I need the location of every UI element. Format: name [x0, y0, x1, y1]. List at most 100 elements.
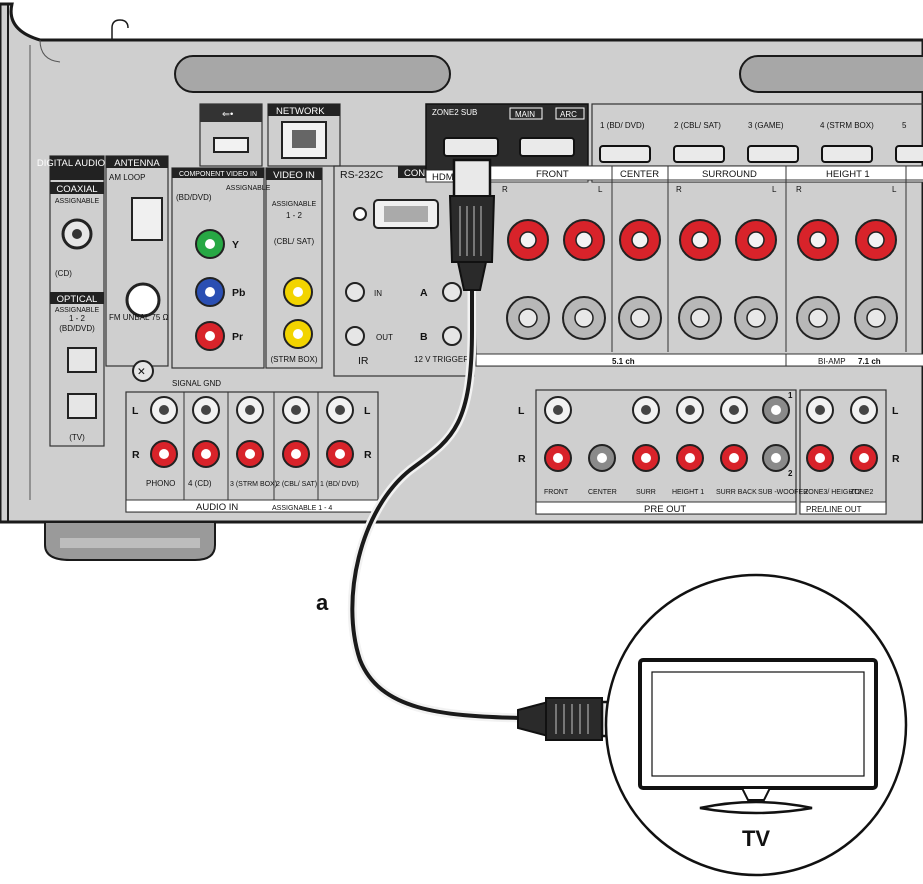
- audio-in-r-label: R: [132, 449, 140, 461]
- audio-in-label-2: 2 (CBL/ SAT): [276, 481, 317, 488]
- speaker-height1-label: HEIGHT 1: [826, 169, 870, 180]
- tv-stand-neck: [740, 787, 772, 801]
- trigger-b-label: B: [420, 331, 428, 343]
- pre-out-r-label: R: [518, 453, 526, 465]
- component-pr-label: Pr: [232, 331, 243, 343]
- pre-out-label-front: FRONT: [544, 489, 569, 496]
- video-cbl-sat: (CBL/ SAT): [274, 237, 315, 246]
- pre-out-label-surrback: SURR BACK: [716, 489, 757, 496]
- speaker-center-label: CENTER: [620, 169, 659, 180]
- pre-out-label-surr: SURR: [636, 489, 656, 496]
- tv-label: TV: [742, 826, 770, 851]
- pre-out-label-subwoofer: SUB -WOOFER: [758, 489, 808, 496]
- speaker-height-r: R: [796, 185, 802, 194]
- audio-in-label-3: 3 (STRM BOX): [230, 481, 277, 488]
- antenna-group: ANTENNA AM LOOP FM UNBAL 75 Ω: [105, 155, 169, 367]
- optical-jack-1[interactable]: [67, 347, 97, 373]
- pre-out-l-label: L: [518, 405, 525, 417]
- hdmi-in-port-4[interactable]: [821, 145, 873, 163]
- video-in-group: VIDEO IN ASSIGNABLE 1 - 2 (CBL/ SAT) (ST…: [265, 167, 323, 369]
- trigger-b-jack[interactable]: [442, 326, 462, 346]
- audio-in-group: L R L R PHONO 4 (CD) 3 (STRM BOX) 2 (CBL…: [125, 391, 379, 513]
- usb-icon: ⇐•: [222, 109, 233, 120]
- wifi-antenna-left: [174, 55, 451, 93]
- usb-port[interactable]: [213, 137, 249, 153]
- optical-tv-label: (TV): [69, 433, 85, 442]
- trigger-a-label: A: [420, 287, 428, 299]
- speaker-front-label: FRONT: [536, 169, 569, 180]
- rs232c-label: RS-232C: [340, 169, 384, 181]
- hdmi-arc-label: ARC: [560, 110, 577, 119]
- am-loop-terminal[interactable]: [131, 197, 163, 241]
- digital-audio-in-group: DIGITAL AUDIO IN COAXIAL ASSIGNABLE (CD)…: [37, 155, 117, 447]
- audio-in-label-4: 4 (CD): [188, 479, 212, 488]
- trigger-label: 12 V TRIGGER OUT: [414, 355, 488, 364]
- hdmi-out-main-port[interactable]: [519, 137, 575, 157]
- component-video-group: COMPONENT VIDEO IN ASSIGNABLE (BD/DVD) Y…: [171, 167, 271, 369]
- pre-out-label-height1: HEIGHT 1: [672, 489, 704, 496]
- screw-icon: ✕: [137, 366, 146, 378]
- fm-unbal-label: FM UNBAL 75 Ω: [109, 313, 168, 322]
- optical-assignable: ASSIGNABLE: [55, 307, 100, 314]
- network-port-group: NETWORK: [267, 103, 341, 167]
- audio-in-r-label-right: R: [364, 449, 372, 461]
- hdmi-in-label-1: 1 (BD/ DVD): [600, 121, 645, 130]
- signal-gnd-group: ✕ SIGNAL GND: [132, 360, 221, 388]
- hdmi-in-port-3[interactable]: [747, 145, 799, 163]
- optical-assign-range: 1 - 2: [69, 314, 86, 323]
- video-assign-range: 1 - 2: [286, 211, 303, 220]
- hdmi-plug-receiver[interactable]: [448, 158, 496, 291]
- pre-line-out-label: PRE/LINE OUT: [806, 505, 862, 514]
- audio-in-label-phono: PHONO: [146, 479, 175, 488]
- ir-in-label: IN: [374, 289, 382, 298]
- optical-label: OPTICAL: [57, 294, 98, 305]
- pre-line-r-label: R: [892, 453, 900, 465]
- speaker-front-r: R: [502, 185, 508, 194]
- optical-jack-2[interactable]: [67, 393, 97, 419]
- signal-gnd-label: SIGNAL GND: [172, 379, 221, 388]
- antenna-label: ANTENNA: [114, 158, 160, 169]
- video-assignable: ASSIGNABLE: [272, 201, 317, 208]
- hdmi-in-port-2[interactable]: [673, 145, 725, 163]
- trigger-a-jack[interactable]: [442, 282, 462, 302]
- video-in-label: VIDEO IN: [273, 170, 315, 181]
- video-strm-box: (STRM BOX): [270, 355, 317, 364]
- component-pb-label: Pb: [232, 287, 245, 299]
- hdmi-in-label-2: 2 (CBL/ SAT): [674, 121, 721, 130]
- pre-line-label-zone3: ZONE3/ HEIGHT2: [804, 489, 862, 496]
- subwoofer-1-label: 1: [788, 391, 793, 400]
- speaker-biamp-label: BI-AMP: [818, 357, 846, 366]
- audio-in-l-label-right: L: [364, 405, 371, 417]
- fm-antenna-jack[interactable]: [125, 282, 161, 318]
- pre-line-label-zone2: ZONE2: [850, 489, 873, 496]
- pre-out-label-center: CENTER: [588, 489, 617, 496]
- hdmi-in-label-4: 4 (STRM BOX): [820, 121, 874, 130]
- hdmi-in-port-5[interactable]: [895, 145, 923, 163]
- pre-out-label: PRE OUT: [644, 504, 686, 515]
- hdmi-cable-line: [350, 286, 522, 720]
- hdmi-out-sub-port[interactable]: [443, 137, 499, 157]
- tv-stand-base: [699, 800, 813, 815]
- speaker-height-l: L: [892, 185, 897, 194]
- speaker-surr-r: R: [676, 185, 682, 194]
- ir-label: IR: [358, 355, 369, 367]
- speaker-51ch-label: 5.1 ch: [612, 357, 635, 366]
- ir-out-label: OUT: [376, 333, 393, 342]
- pre-line-l-label: L: [892, 405, 899, 417]
- ir-out-jack[interactable]: [345, 326, 365, 346]
- optical-bd-dvd: (BD/DVD): [59, 324, 95, 333]
- component-y-label: Y: [232, 239, 239, 251]
- am-loop-label: AM LOOP: [109, 173, 145, 182]
- hdmi-in-label-5: 5: [902, 121, 907, 130]
- speaker-surround-label: SURROUND: [702, 169, 757, 180]
- signal-gnd-screw[interactable]: [132, 360, 154, 382]
- coaxial-label: COAXIAL: [56, 184, 97, 195]
- usb-port-group: ⇐•: [199, 103, 263, 167]
- speaker-surr-l: L: [772, 185, 777, 194]
- ir-in-jack[interactable]: [345, 282, 365, 302]
- component-bd-dvd: (BD/DVD): [176, 193, 212, 202]
- pre-out-group: L R L R 1 2 FRONT C: [518, 389, 900, 515]
- hdmi-in-port-1[interactable]: [599, 145, 651, 163]
- audio-in-l-label: L: [132, 405, 139, 417]
